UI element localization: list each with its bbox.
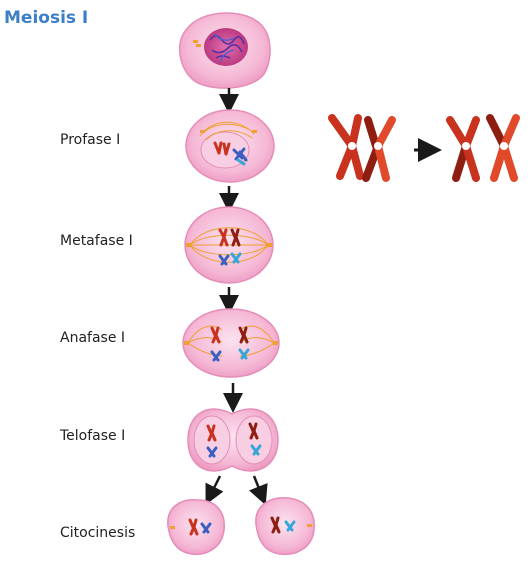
cell-profase: [185, 109, 275, 183]
cell-telofase: [187, 408, 279, 472]
stage-label-anafase: Anafase I: [60, 330, 126, 346]
chromosome-red: [213, 141, 231, 156]
diagram-title: Meiosis I: [4, 8, 89, 28]
arrow-down-left: [205, 475, 224, 505]
nucleus: [204, 28, 248, 66]
initial-cell: [178, 12, 271, 89]
stage-label-telofase: Telofase I: [60, 428, 126, 444]
arrow-down-right: [249, 475, 268, 506]
chromosome-red: [218, 228, 241, 247]
cell-citocinesis-right: [255, 497, 315, 556]
chromosome-blue: [218, 252, 242, 266]
chromosome-red: [210, 326, 249, 344]
centrosome: [193, 40, 201, 47]
chromosome-pair-after: [446, 114, 520, 182]
stage-label-citocinesis: Citocinesis: [60, 525, 136, 541]
chromosome-pair-before: [328, 114, 396, 182]
stage-label-metafase: Metafase I: [60, 233, 133, 249]
cell-anafase: [182, 308, 280, 378]
cell-metafase: [184, 206, 274, 284]
chromosome-blue: [210, 348, 250, 362]
chromosome-red: [206, 422, 259, 442]
stage-label-profase: Profase I: [60, 132, 121, 148]
chromosome-blue: [232, 147, 248, 166]
chromosome-blue: [206, 444, 262, 458]
cell-citocinesis-left: [167, 499, 225, 556]
